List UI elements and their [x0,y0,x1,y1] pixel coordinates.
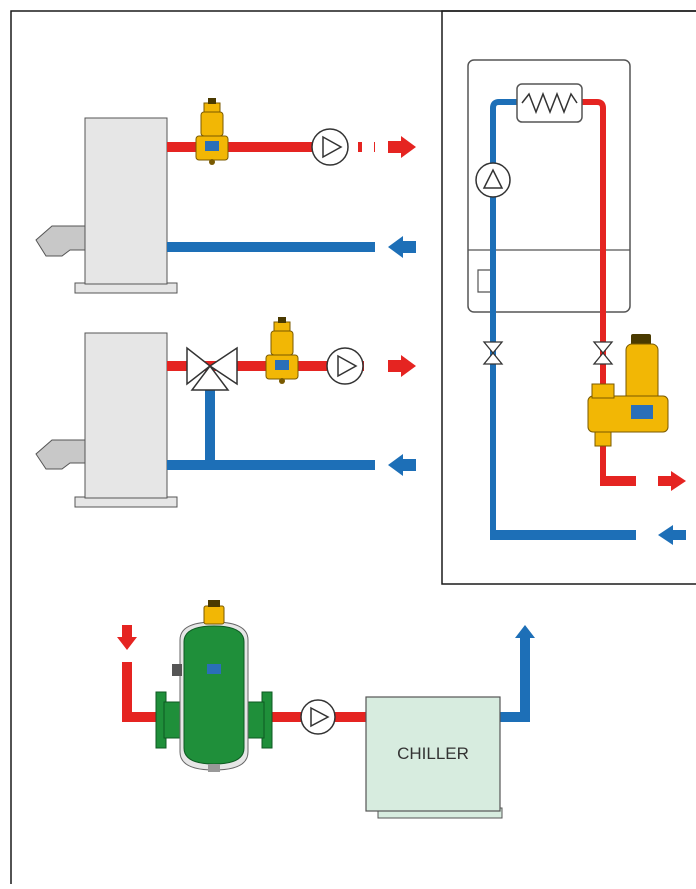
air-dirt-separator-icon [155,600,273,772]
pump-icon [326,347,364,385]
chiller-label: CHILLER [397,744,469,763]
flow-arrow-icon [117,625,137,650]
boiler-2 [35,332,178,508]
flow-arrow-icon [388,454,416,476]
boiler-1-supply-line [167,136,416,158]
dirt-separator-icon [265,317,299,384]
boiler-2-return-line [167,454,416,476]
three-way-valve-icon [186,346,238,391]
boiler-1 [35,117,178,294]
wall-boiler-supply-line [578,99,606,484]
boiler-2-body [84,332,168,499]
burner-icon [35,439,86,470]
flow-arrow-icon [388,355,416,377]
wall-boiler-return-line [490,530,636,540]
bypass-line [205,385,215,465]
pump-icon [300,699,336,735]
flow-arrow-icon [388,236,416,258]
wall-boiler-panel [441,10,696,585]
boiler-1-return-line [167,236,416,258]
flow-arrow-icon [658,525,686,545]
shutoff-valve-icon [482,341,504,365]
heat-exchanger-icon [516,83,583,123]
pump-icon [475,162,511,198]
chiller-outlet-line [500,625,535,722]
burner-icon [35,225,86,257]
wall-boiler-casing [467,59,631,313]
shutoff-valve-icon [592,341,614,365]
chiller-unit: CHILLER [365,696,503,819]
wall-boiler-return-line [490,99,520,538]
pump-icon [311,128,349,166]
wall-boiler-display [477,269,492,293]
wall-boiler-supply-line [600,476,636,486]
boiler-1-body [84,117,168,285]
flow-arrow-icon [388,136,416,158]
flow-arrow-icon [515,625,535,650]
outer-frame [10,10,696,889]
flow-arrow-icon [658,471,686,491]
dirt-separator-icon [195,98,229,165]
dirt-separator-icon [587,334,669,447]
